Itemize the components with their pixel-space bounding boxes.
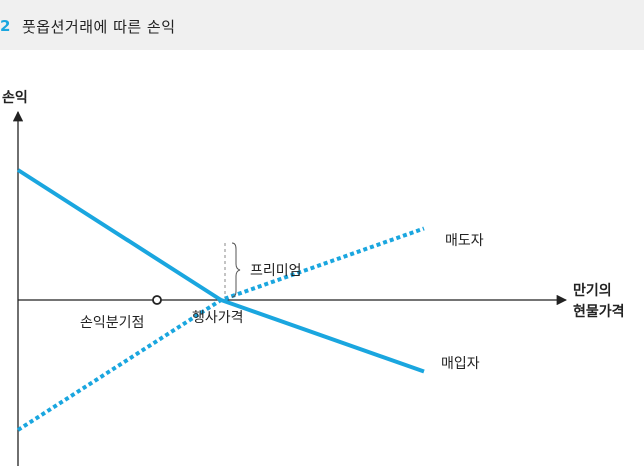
buyer-label: 매입자 [441,356,480,372]
figure-header: 2 풋옵션거래에 따른 손익 [0,0,644,50]
buyer-payoff-line [16,168,425,374]
breakeven-label: 손익분기점 [80,315,144,331]
x-axis-label-line2: 현물가격 [573,303,625,320]
seller-label: 매도자 [445,233,484,249]
premium-label: 프리미엄 [250,263,302,279]
x-axis-label-line1: 만기의 [573,282,612,299]
y-axis-label: 손익 [2,89,28,106]
strike-price-label: 행사가격 [192,310,244,326]
figure-number: 2 [0,17,11,35]
seller-payoff-line [16,226,425,432]
premium-brace [231,242,241,298]
breakeven-point [152,295,162,305]
figure-title: 풋옵션거래에 따른 손익 [22,18,176,36]
